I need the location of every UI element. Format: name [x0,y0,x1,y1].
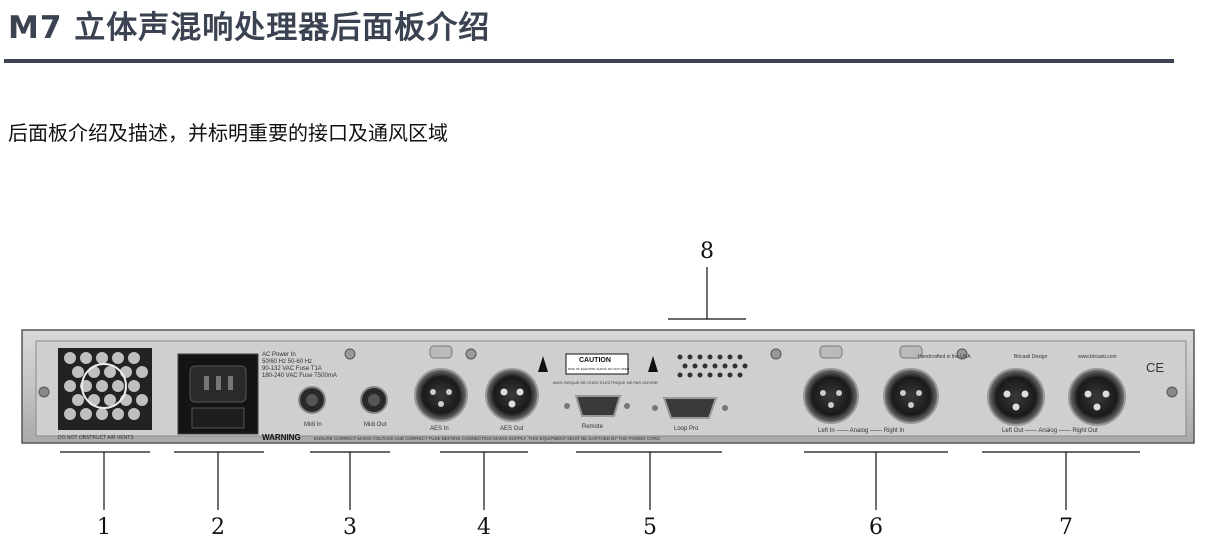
analog-left-in [803,345,859,424]
callout-lines [60,267,1140,510]
caution-title: CAUTION [579,357,611,364]
aes-in-label: AES In [430,426,449,432]
fan-vent [58,348,152,430]
power-line-3: 90-132 VAC Fuse T1A [262,366,322,372]
power-inlet [177,353,259,435]
handcrafted-label: Handcrafted in the USA [918,354,971,360]
power-line-2: 50/60 Hz 50-60 Hz [262,359,312,365]
aes-out-label: AES Out [500,426,524,432]
callout-5: 5 [643,515,657,540]
url-label: www.bricasti.com [1078,354,1117,360]
analog-right-in [883,345,939,424]
top-vent-holes [677,354,748,378]
screw-top-4 [956,348,968,360]
page-subtitle: 后面板介绍及描述，并标明重要的接口及通风区域 [8,121,448,145]
ce-mark: CE [1146,360,1164,375]
midi-in-port [298,386,326,414]
power-line-1: AC Power In [262,352,296,358]
brand-label: Bricasti Design [1014,354,1048,360]
loop-pro-label: Loop Pro [674,426,699,432]
page-title: M7 立体声混响处理器后面板介绍 [8,10,491,46]
aes-out-connector [485,368,539,422]
screw-left [38,386,50,398]
analog-in-label: Left In —— Analog —— Right In [818,428,904,434]
caution-label [538,353,658,375]
caution-note: AVIS: RISQUE DE CHOC ELECTRIQUE NE PAS O… [553,380,658,385]
warning-text: ENSURE CORRECT MAINS VOLTAGE AND CORRECT… [314,436,661,441]
analog-left-out [987,368,1045,426]
callout-8: 8 [700,239,714,264]
power-line-4: 180-240 VAC Fuse T500mA [262,373,337,379]
caution-sub: RISK OF ELECTRIC SHOCK DO NOT OPEN [568,367,629,371]
loop-pro-port [652,397,728,419]
screw-top-2 [465,348,477,360]
fan-caption: DO NOT OBSTRUCT AIR VENTS [58,435,134,441]
analog-right-out [1068,368,1126,426]
callout-1: 1 [97,515,111,540]
analog-out-label: Left Out —— Analog —— Right Out [1002,428,1098,434]
callout-7: 7 [1059,515,1073,540]
aes-in-connector [414,345,468,422]
callout-2: 2 [211,515,225,540]
screw-top-3 [770,348,782,360]
screw-right [1166,386,1178,398]
remote-label: Remote [582,424,604,430]
screw-top-1 [344,348,356,360]
callout-3: 3 [343,515,357,540]
callout-4: 4 [477,515,491,540]
midi-out-label: Midi Out [364,422,387,428]
callout-6: 6 [869,515,883,540]
warning-title: WARNING [262,433,301,442]
midi-out-port [360,386,388,414]
remote-port [564,395,630,417]
midi-in-label: Midi In [304,422,322,428]
title-underline [4,59,1174,63]
